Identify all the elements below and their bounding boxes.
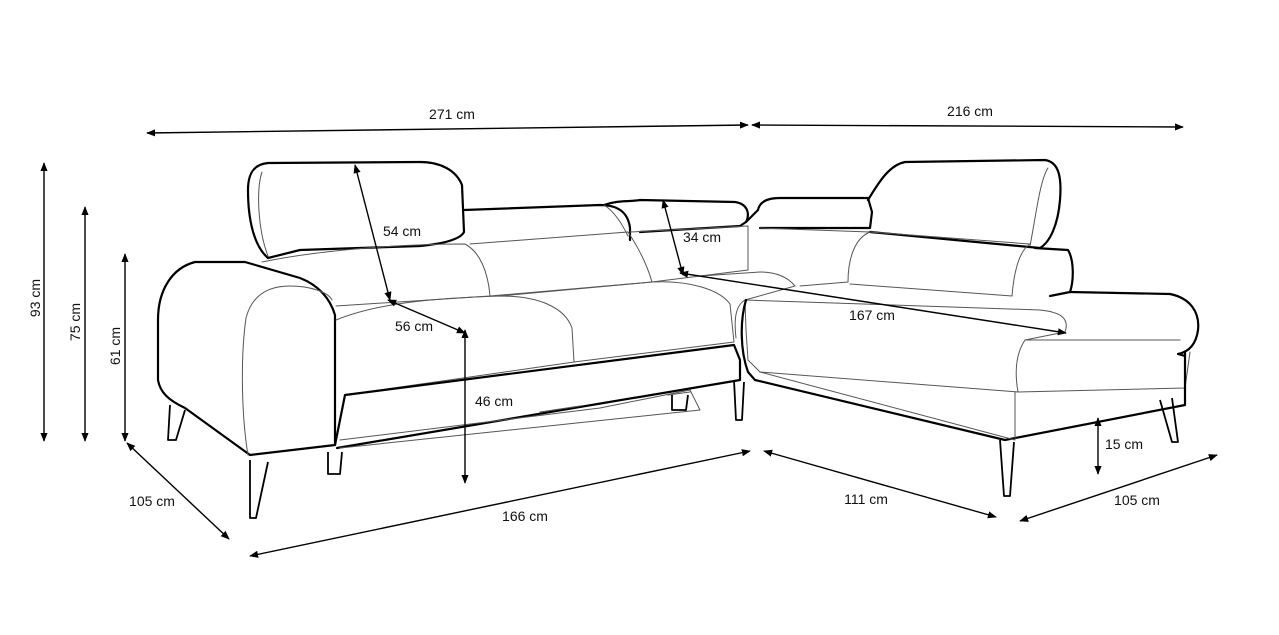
label-height-arm: 61 cm	[107, 327, 123, 365]
dimension-lines	[40, 121, 1218, 558]
dim-headrest-lift-arrow	[661, 199, 685, 276]
left-armrest-inner	[241, 285, 333, 456]
sofa-drawing	[156, 158, 1200, 519]
label-corner-width: 111 cm	[844, 491, 888, 507]
label-depth-left: 105 cm	[129, 493, 175, 509]
dim-seat-depth-arrow	[387, 299, 466, 334]
corner-seat	[699, 271, 796, 339]
right-back-frame	[744, 196, 874, 230]
chaise-cushion-end	[1017, 339, 1191, 393]
castor-left	[327, 451, 343, 475]
leg-chaise-front	[999, 439, 1015, 497]
dim-depth-left-arrow	[126, 442, 230, 540]
label-chaise-length: 167 cm	[849, 307, 895, 323]
sleeper-frame	[339, 389, 701, 449]
dim-bed-width-arrow	[249, 449, 751, 558]
label-leg-height: 15 cm	[1105, 436, 1143, 452]
leg-left-front	[249, 460, 269, 519]
dimension-labels: 271 cm 216 cm 93 cm 75 cm 61 cm 54 cm 34…	[27, 103, 1160, 524]
label-width-left: 271 cm	[429, 106, 475, 122]
dim-depth-right-arrow	[1019, 454, 1218, 522]
dim-chaise-length-arrow	[679, 270, 1067, 336]
dim-headrest-depth-arrow	[353, 164, 392, 301]
leg-left-back	[167, 404, 186, 441]
left-headrest	[246, 160, 466, 260]
label-seat-depth: 56 cm	[395, 318, 433, 334]
leg-center	[733, 379, 745, 421]
label-seat-height: 46 cm	[475, 393, 513, 409]
back-cushion-left	[261, 243, 491, 307]
right-back-cushion	[759, 227, 1031, 297]
label-bed-width: 166 cm	[502, 508, 548, 524]
dim-corner-width-arrow	[763, 449, 997, 519]
right-headrest	[866, 158, 1062, 250]
right-headrest-fold	[1029, 167, 1049, 247]
corner-headrest-tube	[603, 204, 629, 237]
corner-headrest	[602, 198, 749, 234]
label-headrest-depth: 54 cm	[383, 223, 421, 239]
sleeper-rail	[539, 391, 691, 413]
dim-width-right-arrow	[751, 121, 1184, 131]
right-arm-stub	[1033, 246, 1074, 298]
seat-front	[333, 343, 742, 450]
chaise-front	[740, 298, 1187, 442]
chaise-base-line	[759, 371, 1016, 441]
chaise-top	[1068, 290, 1200, 358]
left-armrest	[156, 260, 337, 457]
label-headrest-lift: 34 cm	[683, 229, 721, 245]
leg-chaise-back	[1159, 397, 1179, 443]
label-height-total: 93 cm	[27, 279, 43, 317]
back-cushion-center	[469, 231, 653, 297]
dim-width-left-arrow	[146, 121, 749, 137]
label-height-back: 75 cm	[67, 303, 83, 341]
center-headrest	[462, 203, 632, 242]
left-headrest-fold	[258, 171, 269, 257]
label-width-right: 216 cm	[947, 103, 993, 119]
castor-right	[671, 394, 689, 411]
chaise-cushion	[744, 299, 1067, 393]
label-depth-right: 105 cm	[1114, 492, 1160, 508]
